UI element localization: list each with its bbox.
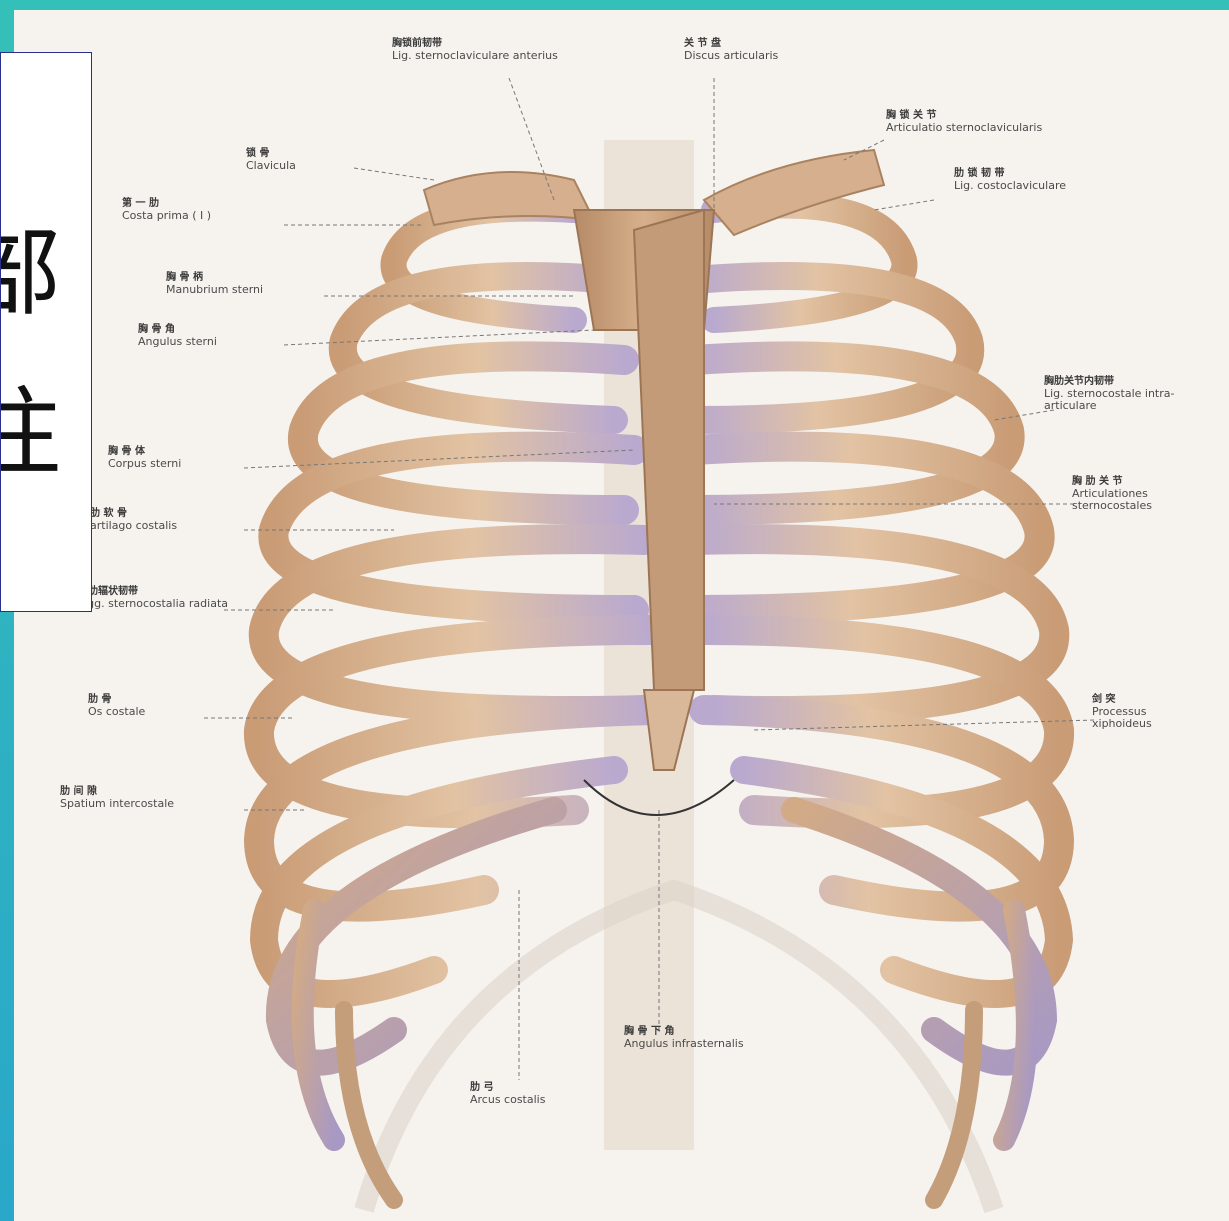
label-os-costale: 肋 骨 Os costale — [88, 694, 145, 718]
left-ribs — [259, 209, 654, 1200]
label-arcus-costalis: 肋 弓 Arcus costalis — [470, 1082, 545, 1106]
label-la: Arcus costalis — [470, 1094, 545, 1106]
label-angulus-sterni: 胸 骨 角 Angulus sterni — [138, 324, 217, 348]
label-lig-costoclaviculare: 肋 锁 韧 带 Lig. costoclaviculare — [954, 168, 1066, 192]
label-la: Discus articularis — [684, 50, 778, 62]
label-la: Lig. sternoclaviculare anterius — [392, 50, 558, 62]
label-la: Articulationes sternocostales — [1072, 488, 1212, 512]
label-la: Processus xiphoideus — [1092, 706, 1202, 730]
label-la: artilago costalis — [90, 520, 177, 532]
title-char-1: 部 — [0, 223, 61, 323]
label-processus-xiphoideus: 剑 突 Processus xiphoideus — [1092, 694, 1202, 730]
label-la: Lig. costoclaviculare — [954, 180, 1066, 192]
rib-cage-figure: 锁 骨 Clavicula 第 一 肋 Costa prima ( I ) 胸 … — [14, 10, 1229, 1221]
label-articulatio-sternoclavicularis: 胸 锁 关 节 Articulatio sternoclavicularis — [886, 110, 1042, 134]
label-discus: 关 节 盘 Discus articularis — [684, 38, 778, 62]
label-la: Lig. sternocostale intra-articulare — [1044, 388, 1194, 412]
label-angulus-infrasternalis: 胸 骨 下 角 Angulus infrasternalis — [624, 1026, 744, 1050]
label-costa-prima: 第 一 肋 Costa prima ( I ) — [122, 198, 211, 222]
label-la: Articulatio sternoclavicularis — [886, 122, 1042, 134]
label-cartilago: 肋 软 骨 artilago costalis — [90, 508, 177, 532]
label-la: Angulus infrasternalis — [624, 1038, 744, 1050]
label-la: Spatium intercostale — [60, 798, 174, 810]
label-la: Manubrium sterni — [166, 284, 263, 296]
label-manubrium: 胸 骨 柄 Manubrium sterni — [166, 272, 263, 296]
label-la: Costa prima ( I ) — [122, 210, 211, 222]
label-spatium: 肋 间 隙 Spatium intercostale — [60, 786, 174, 810]
right-ribs — [694, 206, 1059, 1200]
label-corpus-sterni: 胸 骨 体 Corpus sterni — [108, 446, 181, 470]
label-la: Ligg. sternocostalia radiata — [78, 598, 238, 610]
label-lig-intra-articulare: 胸肋关节内韧带 Lig. sternocostale intra-articul… — [1044, 376, 1194, 412]
label-lig-sternoclaviculare: 胸锁前韧带 Lig. sternoclaviculare anterius — [392, 38, 558, 62]
label-articulationes-sternocostales: 胸 肋 关 节 Articulationes sternocostales — [1072, 476, 1212, 512]
label-la: Clavicula — [246, 160, 296, 172]
left-clavicle — [424, 172, 594, 225]
title-char-2: 注 — [0, 383, 61, 483]
slide-title-box: 部 注 — [0, 52, 92, 612]
label-la: Angulus sterni — [138, 336, 217, 348]
label-la: Corpus sterni — [108, 458, 181, 470]
label-clavicula: 锁 骨 Clavicula — [246, 148, 296, 172]
label-ligg-radiata: 胸肋辐状韧带 Ligg. sternocostalia radiata — [78, 586, 238, 610]
label-la: Os costale — [88, 706, 145, 718]
